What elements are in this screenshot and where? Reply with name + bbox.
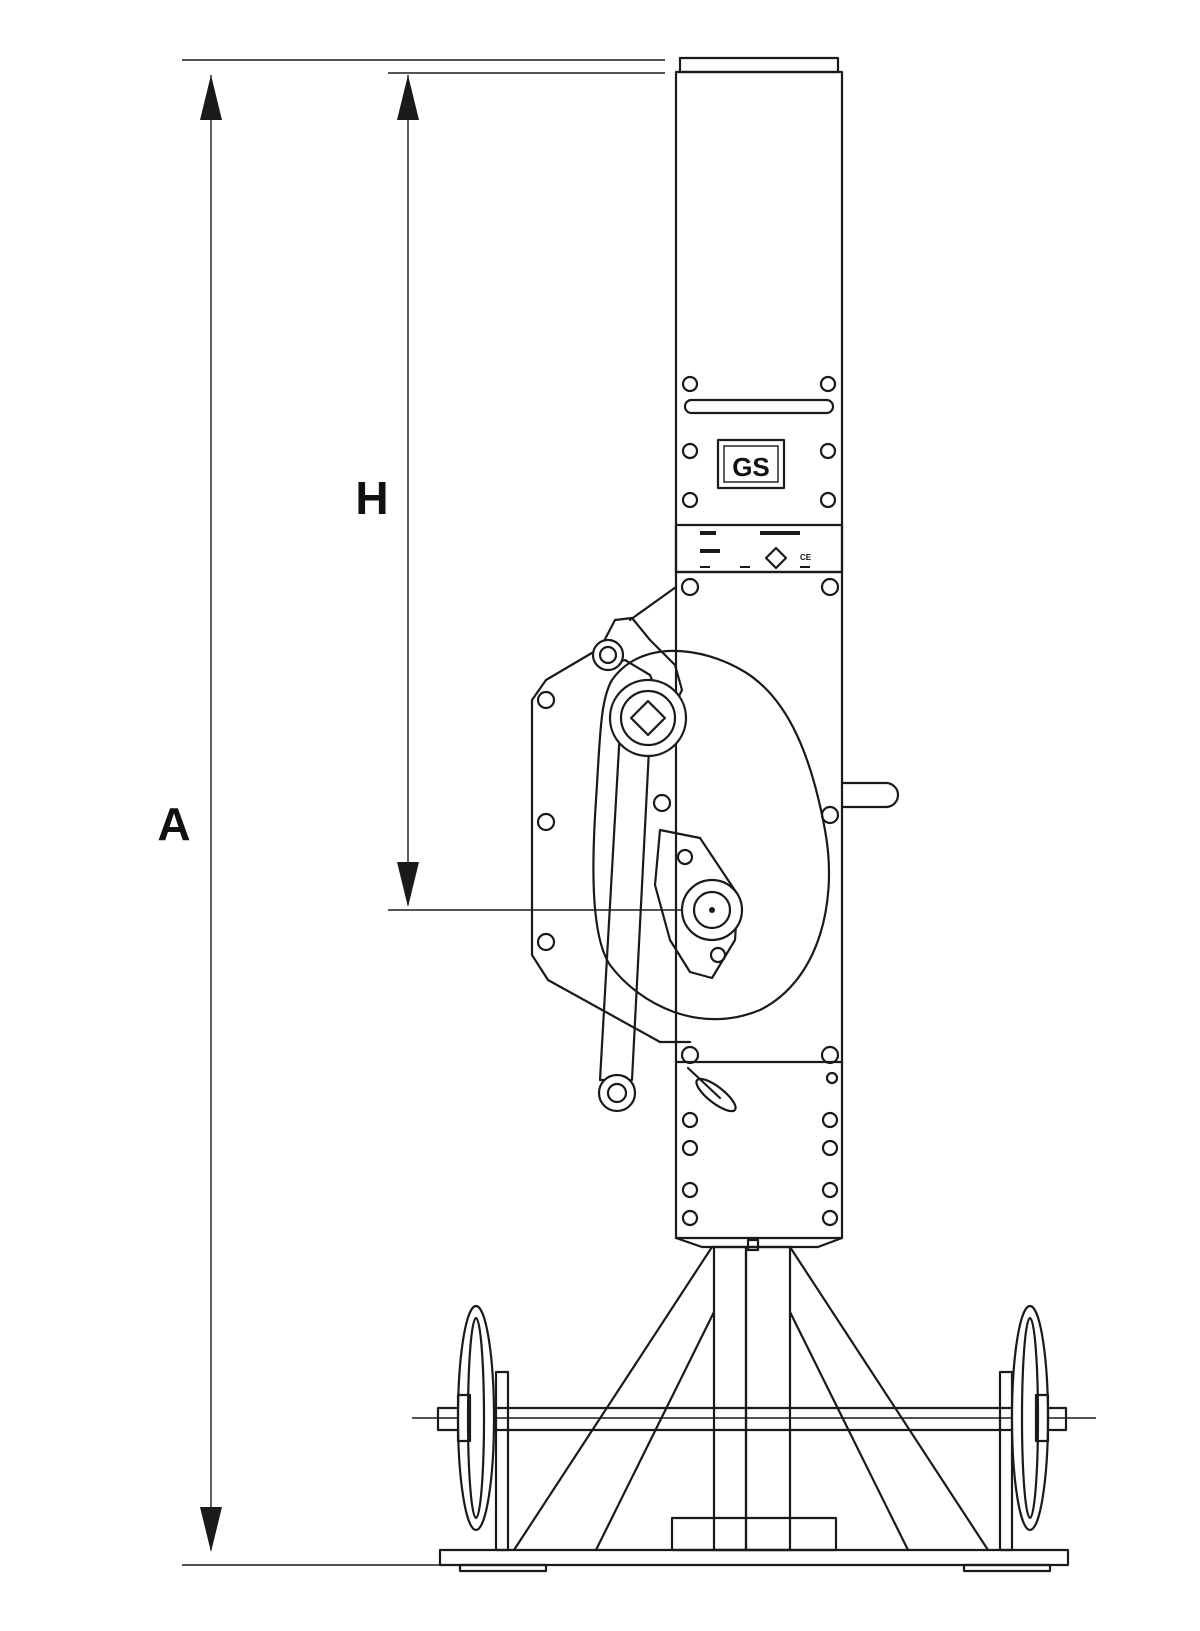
gear-link <box>652 793 744 980</box>
ratchet-pawl <box>591 585 684 712</box>
crank-handle[interactable] <box>597 678 688 1113</box>
left-wheel <box>456 1304 496 1532</box>
rack-column: GS CE <box>674 56 844 574</box>
gs-logo-text: GS <box>732 452 770 482</box>
nameplate: CE <box>674 523 844 574</box>
column-holes <box>681 375 837 509</box>
right-wheel <box>1010 1304 1050 1532</box>
gs-logo-plate: GS <box>716 438 786 490</box>
lower-column <box>674 1060 844 1240</box>
axle <box>412 1370 1096 1552</box>
lower-holes <box>681 1071 839 1227</box>
side-plate <box>530 645 831 1044</box>
ce-mark: CE <box>800 553 812 562</box>
dimension-h-label: H <box>355 472 388 524</box>
base-frame <box>438 1236 1070 1573</box>
slot <box>683 398 835 415</box>
dimension-a: A <box>157 59 665 1566</box>
dimension-a-label: A <box>157 798 190 850</box>
dimension-h: H <box>355 72 705 911</box>
chain-link <box>686 1066 737 1113</box>
